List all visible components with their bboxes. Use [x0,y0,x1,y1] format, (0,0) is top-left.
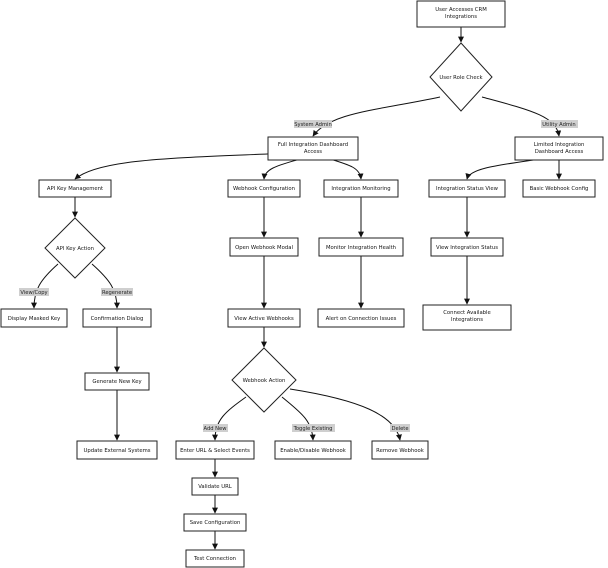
node-api-key-mgmt-text: API Key Management [47,186,103,192]
node-enable-disable-webhook[interactable]: Enable/Disable Webhook [274,440,352,460]
node-user-role-check[interactable]: User Role Check [429,42,493,112]
node-view-status-text: View Integration Status [436,245,498,251]
edge-label-utility-admin-text: Utility Admin [542,122,575,128]
edge-label-view-copy: View/Copy [19,288,49,296]
node-generate-new-key[interactable]: Generate New Key [84,372,150,391]
node-webhook-configuration[interactable]: Webhook Configuration [227,179,301,198]
node-test-text: Test Connection [193,556,236,562]
node-display-masked-text: Display Masked Key [8,316,61,322]
node-basic-webhook-config[interactable]: Basic Webhook Config [522,179,596,198]
edge-action-to-display-masked [31,263,59,309]
node-display-masked-key[interactable]: Display Masked Key [0,308,68,328]
node-save-configuration[interactable]: Save Configuration [183,513,247,532]
node-confirmation-text: Confirmation Dialog [91,316,144,322]
edge-label-regenerate: Regenerate [101,288,133,296]
node-alert-text: Alert on Connection Issues [326,316,397,322]
node-save-text: Save Configuration [190,520,241,526]
node-remove-webhook[interactable]: Remove Webhook [371,440,429,460]
edge-webhook-action-to-enter-url [212,396,247,441]
node-view-active-webhooks[interactable]: View Active Webhooks [227,308,301,328]
node-api-key-action-text: API Key Action [56,246,94,252]
node-validate-text: Validate URL [198,484,232,490]
node-monitor-health-text: Monitor Integration Health [326,245,396,251]
node-api-key-action[interactable]: API Key Action [44,217,106,279]
edge-label-utility-admin: Utility Admin [541,120,578,128]
node-test-connection[interactable]: Test Connection [185,549,245,568]
edge-label-toggle-existing: Toggle Existing [292,424,335,432]
node-webhook-action-text: Webhook Action [243,378,286,384]
node-open-webhook-modal[interactable]: Open Webhook Modal [229,237,299,257]
edge-full-to-webhook-config [261,158,301,180]
edge-action-to-confirmation [91,263,120,309]
edge-label-regenerate-text: Regenerate [102,290,132,296]
node-view-integration-status[interactable]: View Integration Status [430,237,504,257]
node-integration-monitoring[interactable]: Integration Monitoring [323,179,399,198]
node-webhook-action[interactable]: Webhook Action [231,347,297,413]
edge-label-view-copy-text: View/Copy [20,290,47,296]
node-enter-url-select-events[interactable]: Enter URL & Select Events [175,440,255,460]
node-webhook-config-text: Webhook Configuration [233,186,295,192]
edge-role-check-to-full-dashboard [312,96,441,137]
node-role-check-text: User Role Check [439,75,483,81]
node-open-webhook-modal-text: Open Webhook Modal [235,245,293,251]
node-update-text: Update External Systems [83,448,150,454]
node-view-active-text: View Active Webhooks [234,316,294,322]
node-alert-connection-issues[interactable]: Alert on Connection Issues [317,308,405,328]
node-status-view-text: Integration Status View [436,186,499,192]
node-update-external-systems[interactable]: Update External Systems [76,440,158,460]
node-validate-url[interactable]: Validate URL [191,477,239,496]
edge-label-add-new: Add New [203,424,228,432]
node-basic-webhook-text: Basic Webhook Config [530,186,589,192]
node-api-key-management[interactable]: API Key Management [38,179,112,198]
edge-full-to-api-key [74,152,291,180]
node-enable-disable-text: Enable/Disable Webhook [280,448,347,454]
edge-role-check-to-limited-dashboard [481,96,562,137]
edge-label-system-admin: System Admin [294,120,332,128]
node-confirmation-dialog[interactable]: Confirmation Dialog [82,308,152,328]
node-remove-text: Remove Webhook [376,448,425,454]
edge-webhook-action-to-enable-disable [281,396,316,441]
edge-label-add-new-text: Add New [203,426,227,432]
edge-full-to-monitoring [329,158,364,180]
node-enter-url-text: Enter URL & Select Events [180,448,250,454]
edge-label-delete: Delete [390,424,410,432]
edge-webhook-action-to-remove [289,388,402,441]
node-monitor-integration-health[interactable]: Monitor Integration Health [318,237,404,257]
edge-label-delete-text: Delete [391,426,408,432]
edge-limited-to-status-view [465,158,541,180]
edge-labels: System Admin Utility Admin View/Copy Reg… [19,120,578,432]
node-integration-monitoring-text: Integration Monitoring [331,186,390,192]
node-generate-text: Generate New Key [92,379,141,385]
node-integration-status-view[interactable]: Integration Status View [428,179,506,198]
edge-label-system-admin-text: System Admin [294,122,332,128]
edge-label-toggle-existing-text: Toggle Existing [293,426,333,432]
